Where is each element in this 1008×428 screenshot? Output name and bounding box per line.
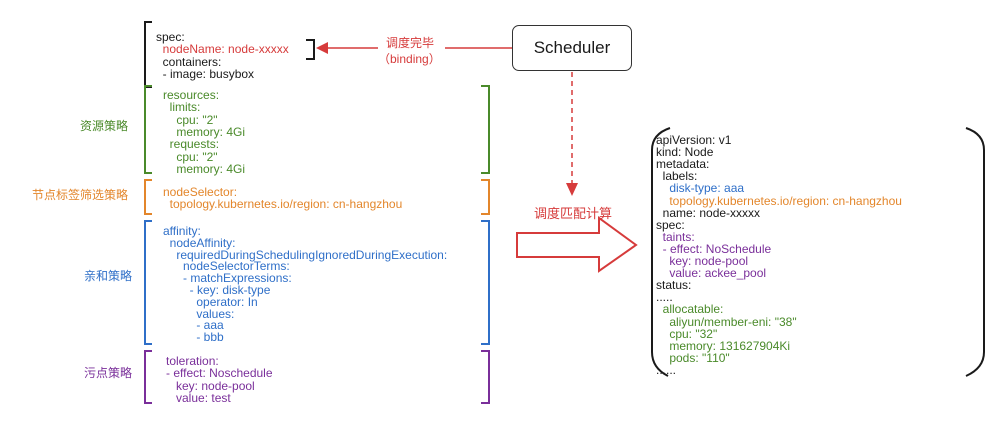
yaml-line: ...... (656, 362, 677, 377)
yaml-line: pods: "110" (656, 350, 730, 365)
yaml-line: - key: disk-type (163, 283, 271, 297)
spec-bracket-left (144, 21, 152, 88)
yaml-line: topology.kubernetes.io/region: cn-hangzh… (656, 193, 902, 208)
affinity-bracket-right (481, 220, 490, 345)
affinity-bracket-left (144, 220, 152, 345)
spec-bracket-right (306, 39, 315, 60)
match-arrow-head (566, 183, 578, 196)
yaml-line: toleration: (166, 354, 219, 368)
yaml-line: key: node-pool (656, 254, 749, 268)
yaml-line: - aaa (163, 318, 224, 333)
yaml-line: topology.kubernetes.io/region: cn-hangzh… (163, 197, 403, 212)
yaml-line: - image: busybox (156, 66, 255, 81)
yaml-line: nodeSelectorTerms: (163, 259, 290, 274)
yaml-line: value: test (166, 390, 231, 405)
resources-bracket-left (144, 85, 152, 174)
resources-label: 资源策略 (80, 119, 129, 133)
yaml-line: - matchExpressions: (163, 271, 292, 286)
node-brace-right (965, 127, 985, 377)
yaml-line: status: (656, 278, 692, 293)
yaml-line: key: node-pool (166, 378, 255, 393)
nodeselector-bracket-left (144, 179, 152, 215)
scheduler-label: Scheduler (533, 38, 611, 57)
yaml-line: requiredDuringSchedulingIgnoredDuringExe… (163, 247, 448, 262)
yaml-line: memory: 131627904Ki (656, 338, 791, 353)
big-hollow-arrow (516, 216, 638, 273)
yaml-line: kind: Node (656, 145, 714, 160)
yaml-line: metadata: (656, 157, 710, 172)
yaml-line: memory: 4Gi (163, 124, 246, 139)
yaml-line: labels: (656, 169, 698, 184)
yaml-line: disk-type: aaa (656, 181, 745, 196)
node-selector-label: 节点标签筛选策略 (32, 188, 129, 202)
yaml-line: ..... (656, 290, 673, 305)
affinity-label: 亲和策略 (84, 269, 133, 283)
scheduler-box: Scheduler (512, 25, 632, 71)
yaml-line: taints: (656, 229, 695, 244)
yaml-line: apiVersion: v1 (656, 133, 732, 147)
yaml-line: cpu: "2" (163, 149, 218, 164)
yaml-line: - effect: Noschedule (166, 366, 273, 381)
yaml-line: values: (163, 306, 235, 321)
yaml-line: - effect: NoSchedule (656, 241, 772, 256)
toleration-bracket-right (481, 350, 490, 404)
node-brace-left (651, 127, 671, 377)
binding-label-line2: （binding） (378, 52, 441, 66)
yaml-line: containers: (156, 54, 222, 69)
binding-label-line1: 调度完毕 (386, 36, 435, 50)
yaml-line: memory: 4Gi (163, 161, 246, 176)
yaml-line: cpu: "2" (163, 112, 218, 127)
yaml-line: resources: (163, 88, 220, 102)
yaml-line: nodeSelector: (163, 185, 238, 199)
yaml-line: requests: (163, 137, 220, 152)
toleration-bracket-left (144, 350, 152, 404)
resources-bracket-right (481, 85, 490, 174)
yaml-line: cpu: "32" (656, 326, 718, 341)
binding-arrow-head (316, 42, 328, 54)
yaml-line: nodeAffinity: (163, 235, 236, 250)
yaml-line: value: ackee_pool (656, 266, 767, 281)
yaml-line: operator: In (163, 294, 258, 309)
yaml-line: nodeName: node-xxxxx (156, 42, 289, 57)
yaml-line: allocatable: (656, 302, 724, 317)
toleration-label: 污点策略 (84, 366, 133, 380)
nodeselector-bracket-right (481, 179, 490, 215)
yaml-line: affinity: (163, 224, 201, 238)
yaml-line: - bbb (163, 330, 224, 345)
yaml-line: aliyun/member-eni: "38" (656, 314, 797, 329)
yaml-line: spec: (656, 217, 685, 232)
match-label: 调度匹配计算 (534, 206, 613, 221)
yaml-line: name: node-xxxxx (656, 205, 761, 220)
yaml-line: limits: (163, 100, 201, 115)
yaml-line: spec: (156, 30, 185, 44)
